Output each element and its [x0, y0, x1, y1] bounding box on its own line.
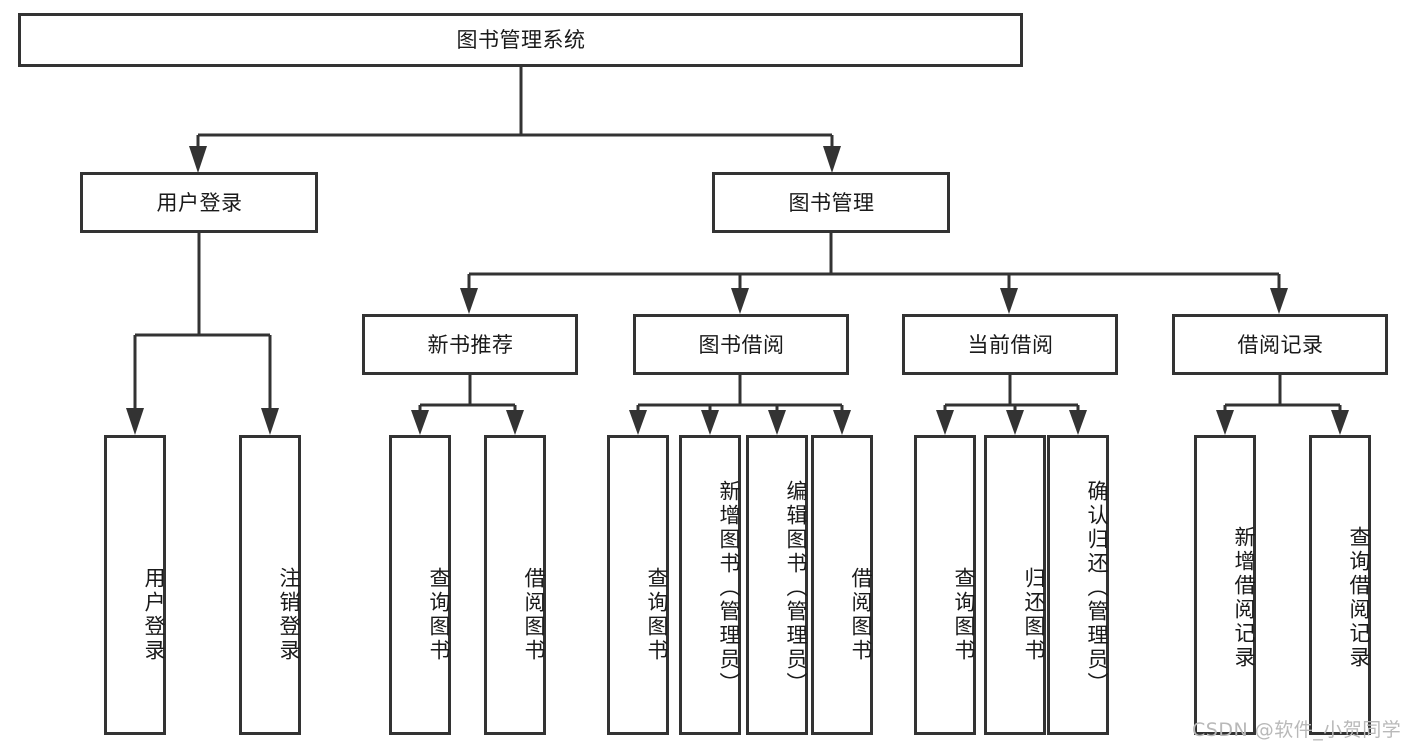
node-box-user-login[interactable] [80, 172, 318, 233]
arrow-head-cb3 [1069, 410, 1087, 435]
arrow-head-u2 [261, 408, 279, 435]
arrow-head-nb2 [506, 410, 524, 435]
arrow-head-user-login [189, 146, 207, 173]
node-box-leaf-user-login-1[interactable] [104, 435, 166, 735]
arrow-head-br1 [1216, 410, 1234, 435]
node-box-leaf-borrow-record-2[interactable] [1309, 435, 1371, 735]
node-box-leaf-current-borrow-3[interactable] [1047, 435, 1109, 735]
node-box-leaf-user-login-2[interactable] [239, 435, 301, 735]
arrow-head-l3-1 [460, 288, 478, 314]
arrow-head-cb2 [1006, 410, 1024, 435]
arrow-head-l3-3 [1000, 288, 1018, 314]
node-box-book-borrow[interactable] [633, 314, 849, 375]
node-box-book-manage[interactable] [712, 172, 950, 233]
node-box-borrow-record[interactable] [1172, 314, 1388, 375]
arrow-head-book-manage [823, 146, 841, 173]
arrow-head-bb4 [833, 410, 851, 435]
node-box-leaf-current-borrow-2[interactable] [984, 435, 1046, 735]
arrow-head-bb3 [768, 410, 786, 435]
node-box-leaf-book-borrow-4[interactable] [811, 435, 873, 735]
node-box-leaf-book-borrow-2[interactable] [679, 435, 741, 735]
arrow-head-nb1 [411, 410, 429, 435]
node-box-leaf-borrow-record-1[interactable] [1194, 435, 1256, 735]
node-box-leaf-current-borrow-1[interactable] [914, 435, 976, 735]
node-box-leaf-new-book-2[interactable] [484, 435, 546, 735]
arrow-head-l3-4 [1270, 288, 1288, 314]
node-box-root[interactable] [18, 13, 1023, 67]
node-box-leaf-new-book-1[interactable] [389, 435, 451, 735]
arrow-head-bb2 [701, 410, 719, 435]
arrow-head-bb1 [629, 410, 647, 435]
node-box-leaf-book-borrow-1[interactable] [607, 435, 669, 735]
arrow-head-cb1 [936, 410, 954, 435]
node-box-leaf-book-borrow-3[interactable] [746, 435, 808, 735]
arrow-head-l3-2 [731, 288, 749, 314]
arrow-head-u1 [126, 408, 144, 435]
watermark-text: CSDN @软件_小贺同学 [1192, 719, 1402, 741]
node-box-current-borrow[interactable] [902, 314, 1118, 375]
node-box-new-book-recommend[interactable] [362, 314, 578, 375]
arrow-head-br2 [1331, 410, 1349, 435]
